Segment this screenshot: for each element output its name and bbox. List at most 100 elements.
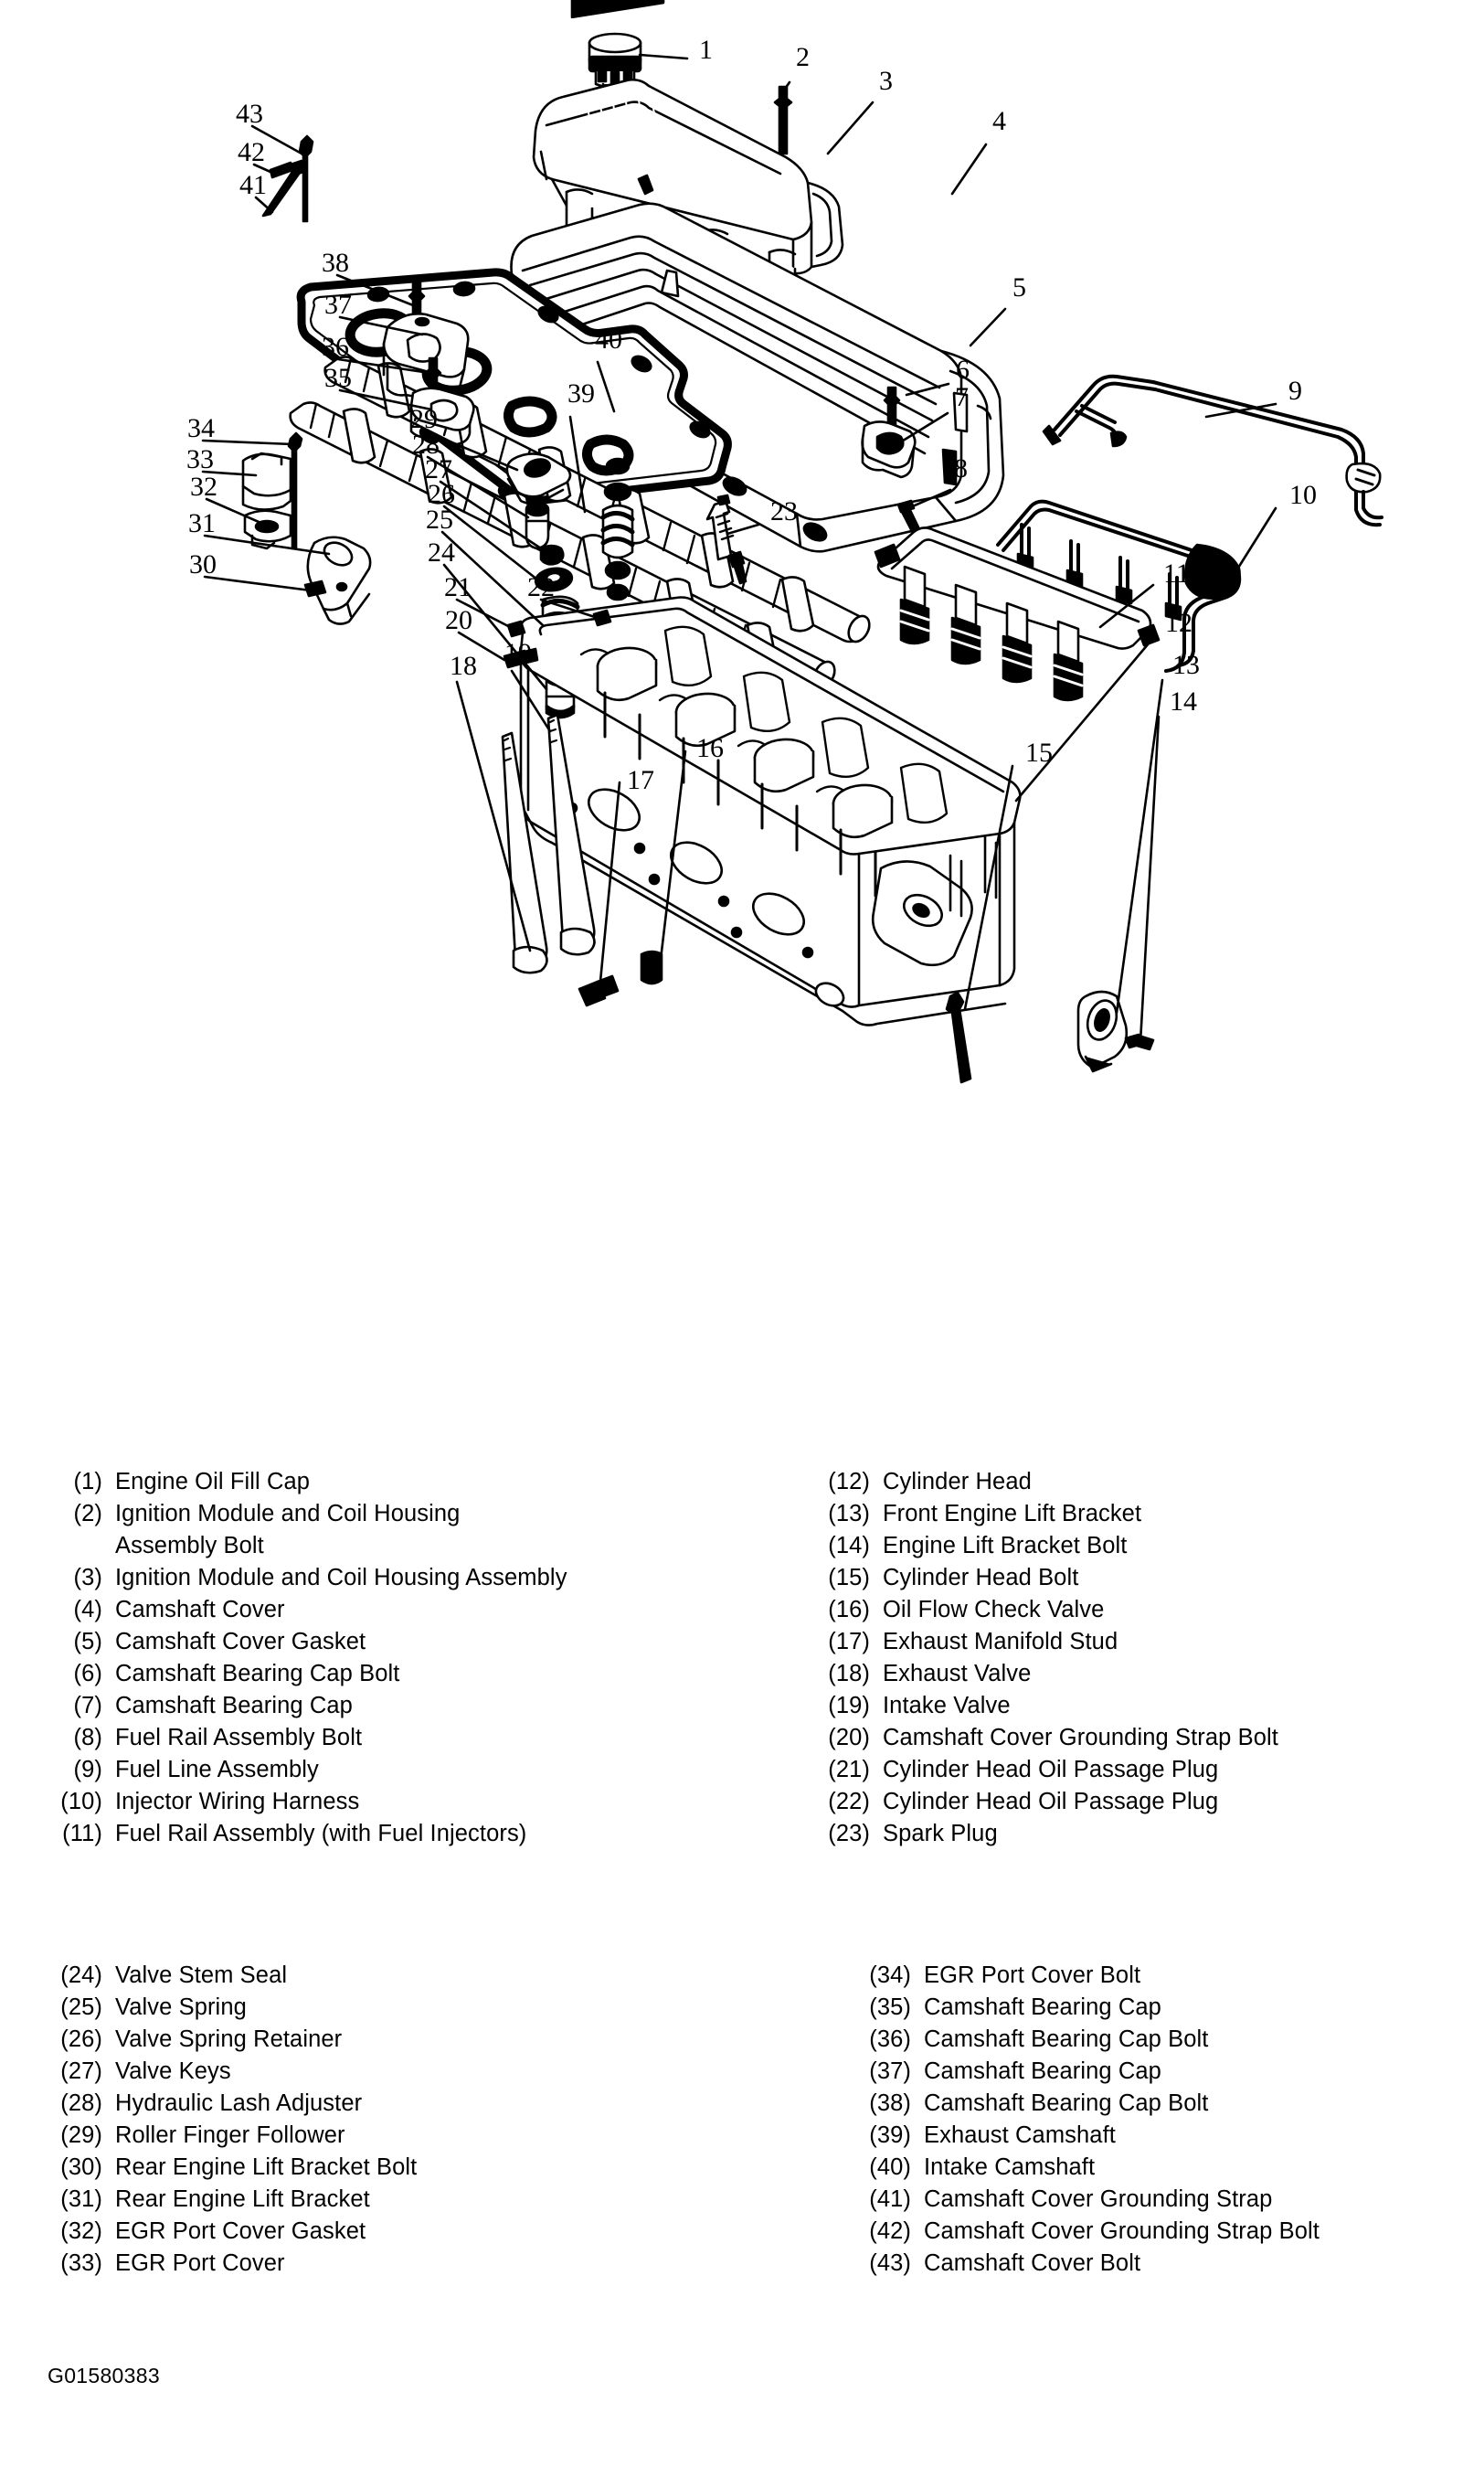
callout-number-18: 18 xyxy=(450,651,477,681)
spark-plug-part xyxy=(705,494,747,585)
callout-number-42: 42 xyxy=(238,137,265,167)
legend-item-label: Camshaft Cover xyxy=(115,1597,285,1622)
legend-item-number: (10) xyxy=(60,1789,102,1814)
legend-item-label: EGR Port Cover Gasket xyxy=(115,2218,366,2244)
callout-number-19: 19 xyxy=(504,638,532,668)
callout-number-35: 35 xyxy=(324,363,352,393)
callout-number-14: 14 xyxy=(1170,686,1197,717)
camshaft-cover-grounding-strap-part xyxy=(261,165,303,218)
legend-item-label: Camshaft Cover Grounding Strap Bolt xyxy=(883,1725,1278,1750)
hydraulic-lash-adjuster-part xyxy=(525,501,550,550)
legend-item: (26)Valve Spring Retainer xyxy=(46,2024,612,2056)
callout-number-15: 15 xyxy=(1025,738,1053,768)
legend-item-number: (11) xyxy=(62,1821,102,1846)
legend-item-number: (40) xyxy=(869,2154,911,2180)
legend-item-number: (2) xyxy=(73,1501,102,1526)
injector-wiring-harness-part xyxy=(996,499,1242,673)
legend-item-label: Roller Finger Follower xyxy=(115,2122,345,2148)
legend-item: (38)Camshaft Bearing Cap Bolt xyxy=(854,2088,1476,2120)
legend-item: (25)Valve Spring xyxy=(46,1992,612,2024)
legend-item-number: (22) xyxy=(828,1789,870,1814)
legend-item: (1)Engine Oil Fill Cap xyxy=(46,1466,612,1498)
exhaust-manifold-stud-part xyxy=(578,974,620,1007)
callout-number-20: 20 xyxy=(445,605,472,635)
legend-item-number: (26) xyxy=(60,2026,102,2052)
legend-item-number: (15) xyxy=(828,1565,870,1590)
legend-item-label: Exhaust Valve xyxy=(883,1661,1032,1686)
legend-item-label: Camshaft Bearing Cap Bolt xyxy=(924,2026,1209,2052)
legend-item-label: Engine Lift Bracket Bolt xyxy=(883,1533,1128,1558)
legend-item-label: Front Engine Lift Bracket xyxy=(883,1501,1142,1526)
callout-number-27: 27 xyxy=(425,454,452,484)
legend-item: (28)Hydraulic Lash Adjuster xyxy=(46,2088,612,2120)
callout-number-16: 16 xyxy=(696,733,724,763)
legend-item-label: Rear Engine Lift Bracket Bolt xyxy=(115,2154,418,2180)
cylinder-head-bolt-part xyxy=(945,991,972,1084)
legend-item: (40)Intake Camshaft xyxy=(854,2152,1476,2184)
legend-item-number: (23) xyxy=(828,1821,870,1846)
legend-item: (30) Rear Engine Lift Bracket Bolt xyxy=(46,2152,612,2184)
legend-item-number: (41) xyxy=(869,2186,911,2212)
legend-item-label: Cylinder Head Oil Passage Plug xyxy=(883,1789,1219,1814)
callout-number-13: 13 xyxy=(1172,650,1200,680)
callout-number-10: 10 xyxy=(1289,480,1317,510)
legend-item: (33)EGR Port Cover xyxy=(46,2248,612,2280)
legend-item: (13)Front Engine Lift Bracket xyxy=(813,1498,1453,1530)
legend-item-number: (8) xyxy=(73,1725,102,1750)
callout-number-17: 17 xyxy=(627,765,654,795)
legend-item-number: (43) xyxy=(869,2250,911,2276)
rear-engine-lift-bracket-group xyxy=(303,536,372,625)
camshaft-bearing-cap-7-part xyxy=(861,420,917,479)
callout-number-37: 37 xyxy=(324,290,352,320)
parts-legend: (1)Engine Oil Fill Cap (2) Ignition Module… xyxy=(0,1459,1484,2373)
legend-item-label: Camshaft Bearing Cap xyxy=(924,1994,1161,2020)
legend-item-label: Rear Engine Lift Bracket xyxy=(115,2186,370,2212)
legend-item-label: Cylinder Head Bolt xyxy=(883,1565,1079,1590)
legend-item-number: (4) xyxy=(73,1597,102,1622)
callout-number-33: 33 xyxy=(186,444,214,474)
callout-number-22: 22 xyxy=(527,572,555,602)
legend-item-number: (29) xyxy=(60,2122,102,2148)
legend-item: (5)Camshaft Cover Gasket xyxy=(46,1626,612,1658)
legend-item-number: (20) xyxy=(828,1725,870,1750)
legend-item-label: Engine Oil Fill Cap xyxy=(115,1469,311,1494)
callout-number-21: 21 xyxy=(444,572,472,602)
valve-keys-part xyxy=(539,544,565,566)
legend-item: (10)Injector Wiring Harness xyxy=(46,1786,612,1818)
callout-number-9: 9 xyxy=(1288,376,1302,406)
legend-item: (8)Fuel Rail Assembly Bolt xyxy=(46,1722,612,1754)
legend-item-label: Valve Stem Seal xyxy=(115,1962,288,1988)
legend-item-number: (37) xyxy=(869,2058,911,2084)
legend-item-number: (30) xyxy=(60,2154,102,2180)
legend-item-label: Camshaft Bearing Cap xyxy=(924,2058,1161,2084)
legend-item-number: (31) xyxy=(60,2186,102,2212)
legend-item: (23)Spark Plug xyxy=(813,1818,1453,1850)
legend-item-label: Cylinder Head xyxy=(883,1469,1032,1494)
legend-item: (36) Camshaft Bearing Cap Bolt xyxy=(854,2024,1476,2056)
legend-item-number: (6) xyxy=(73,1661,102,1686)
legend-item: (17)Exhaust Manifold Stud xyxy=(813,1626,1453,1658)
legend-item-number: (36) xyxy=(869,2026,911,2052)
legend-item-label: Valve Keys xyxy=(115,2058,231,2084)
callout-number-31: 31 xyxy=(188,508,216,538)
legend-item: (11)Fuel Rail Assembly (with Fuel Inject… xyxy=(46,1818,612,1850)
callout-number-38: 38 xyxy=(322,248,349,278)
legend-block-12-23: (12) Cylinder Head (13)Front Engine Lift B… xyxy=(813,1466,1453,1850)
legend-item-number: (38) xyxy=(869,2090,911,2116)
legend-item: (3)Ignition Module and Coil Housing Asse… xyxy=(46,1562,612,1594)
valve-spring-retainer-part xyxy=(534,567,574,592)
legend-item-label: Camshaft Bearing Cap xyxy=(115,1693,353,1718)
front-engine-lift-bracket-part xyxy=(1076,990,1129,1073)
legend-item: (14)Engine Lift Bracket Bolt xyxy=(813,1530,1453,1562)
legend-item: (24)Valve Stem Seal xyxy=(46,1960,612,1992)
legend-item-number: (12) xyxy=(828,1469,870,1494)
legend-block-1-11: (1)Engine Oil Fill Cap (2) Ignition Module… xyxy=(46,1466,612,1850)
legend-item-number: (17) xyxy=(828,1629,870,1654)
legend-item-label: Exhaust Camshaft xyxy=(924,2122,1116,2148)
exhaust-valve-part xyxy=(501,731,548,974)
callout-number-43: 43 xyxy=(236,99,263,129)
camshaft-bearing-cap-37-part xyxy=(382,313,470,404)
callout-number-32: 32 xyxy=(190,472,217,502)
legend-item-label: Ignition Module and Coil Housing Assembl… xyxy=(115,1565,567,1590)
